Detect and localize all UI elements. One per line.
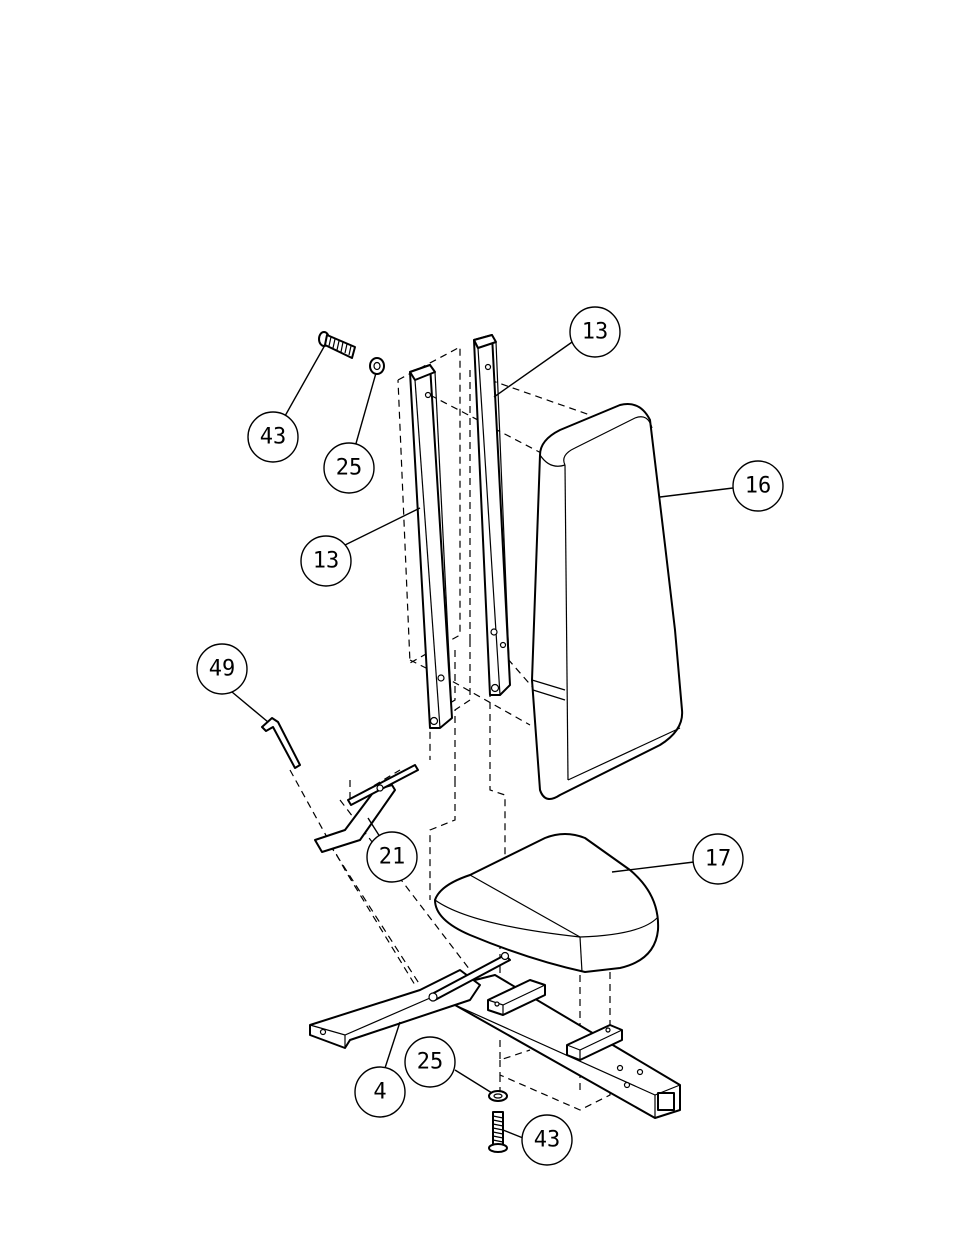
- callout-13-right-label: 13: [582, 320, 609, 345]
- callout-16-label: 16: [745, 474, 772, 499]
- callout-17: 17: [693, 834, 743, 884]
- callout-17-label: 17: [705, 847, 732, 872]
- callout-21-label: 21: [379, 845, 406, 870]
- bolt-43-bottom: [489, 1112, 507, 1152]
- callout-25-bottom-label: 25: [417, 1050, 444, 1075]
- callout-49-label: 49: [209, 657, 236, 682]
- callout-4-label: 4: [373, 1080, 386, 1105]
- pop-pin: [262, 718, 300, 768]
- callout-21: 21: [367, 832, 417, 882]
- callout-16: 16: [733, 461, 783, 511]
- back-pad: [532, 404, 682, 799]
- callout-25-bottom: 25: [405, 1037, 455, 1087]
- callout-13-left: 13: [301, 536, 351, 586]
- callout-43-bottom-label: 43: [534, 1128, 561, 1153]
- callout-13-left-label: 13: [313, 549, 340, 574]
- callout-4: 4: [355, 1067, 405, 1117]
- tube-13-left: [410, 365, 452, 728]
- callout-43-top: 43: [248, 412, 298, 462]
- seat-pad: [435, 834, 658, 972]
- callout-25-top: 25: [324, 443, 374, 493]
- callout-43-bottom: 43: [522, 1115, 572, 1165]
- callout-43-top-label: 43: [260, 425, 287, 450]
- washer-25-top: [370, 358, 384, 374]
- callout-13-right: 13: [570, 307, 620, 357]
- callout-49: 49: [197, 644, 247, 694]
- callout-25-top-label: 25: [336, 456, 363, 481]
